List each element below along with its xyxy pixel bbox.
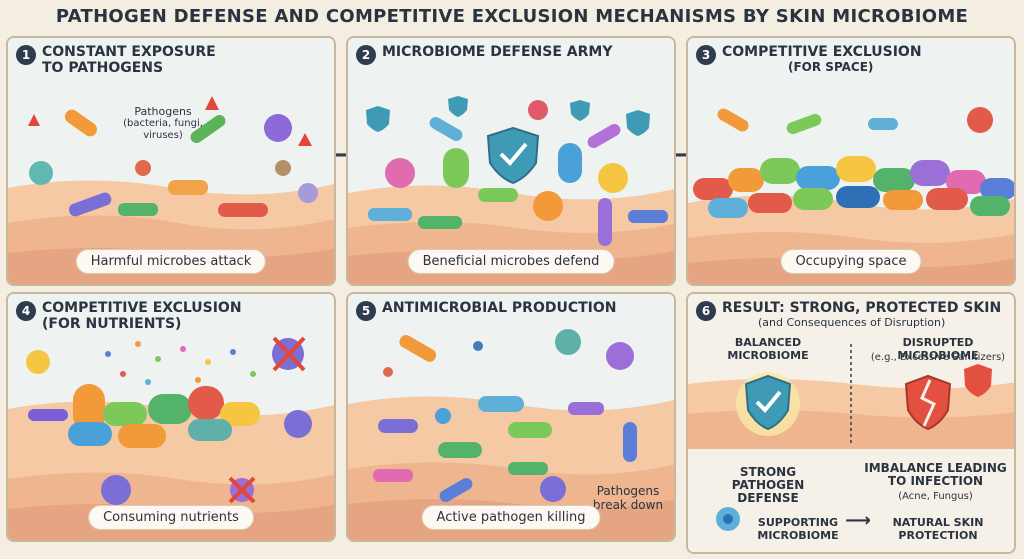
disrupted-label: DISRUPTED MICROBIOME [897, 336, 979, 362]
panel-heading: MICROBIOME DEFENSE ARMY [382, 44, 613, 60]
warning-icon [28, 96, 312, 146]
panel-heading-line2: TO PATHOGENS [42, 60, 164, 76]
shield-icon [736, 372, 800, 436]
beneficial-microbe-icon [368, 100, 668, 246]
beneficial-microbe-icon [26, 350, 260, 448]
panel-exclusion-space: 3 COMPETITIVE EXCLUSION (FOR SPACE) Occu… [686, 36, 1016, 286]
pathogen-icon [383, 329, 634, 502]
microbe-crowd-icon [693, 156, 1014, 218]
panel-heading: RESULT: STRONG, PROTECTED SKIN [722, 300, 1002, 316]
imbalance-sub: (Acne, Fungus) [898, 491, 973, 502]
panel-caption: Occupying space [780, 249, 922, 274]
panel-caption: Beneficial microbes defend [407, 249, 615, 274]
pathogen-icon [29, 109, 318, 217]
panel-exclusion-nutrients: 4 COMPETITIVE EXCLUSION (FOR NUTRIENTS) … [6, 292, 336, 542]
supporting-label: SUPPORTING MICROBIOME [757, 516, 839, 542]
panel-caption: Active pathogen killing [421, 505, 601, 530]
balanced-label: BALANCED MICROBIOME [727, 336, 809, 362]
step-number: 2 [356, 45, 376, 65]
pathogens-break-note: Pathogens break down [592, 484, 664, 512]
panel-exposure: 1 CONSTANT EXPOSURE TO PATHOGENS Pathoge… [6, 36, 336, 286]
panel-heading-line2: (FOR NUTRIENTS) [42, 316, 182, 332]
panel-caption: Harmful microbes attack [75, 249, 267, 274]
page-title: PATHOGEN DEFENSE AND COMPETITIVE EXCLUSI… [55, 6, 969, 27]
panel-heading-line2: (and Consequences of Disruption) [758, 316, 946, 329]
pathogens-note: Pathogens (bacteria, fungi, viruses) [123, 105, 203, 142]
broken-shield-icon [904, 364, 992, 431]
panel-defense-army: 2 MICROBIOME DEFENSE ARMY Beneficial mic… [346, 36, 676, 286]
nutrient-dots-icon [105, 341, 256, 385]
step-number: 3 [696, 45, 716, 65]
skin-illustration [8, 294, 334, 540]
panel-heading: ANTIMICROBIAL PRODUCTION [382, 300, 617, 316]
panel-result: 6 RESULT: STRONG, PROTECTED SKIN (and Co… [686, 292, 1016, 554]
step-number: 1 [16, 45, 36, 65]
natural-protection-label: NATURAL SKIN PROTECTION [892, 516, 984, 542]
imbalance-label: IMBALANCE LEADING TO INFECTION [864, 461, 1007, 488]
disrupted-sub: (e.g., Excessive Sanitizers) [870, 352, 1006, 363]
shield-icon [366, 96, 650, 185]
panel-heading: COMPETITIVE EXCLUSION [722, 44, 922, 60]
blocked-pathogen-icon [101, 336, 312, 505]
step-number: 6 [696, 301, 716, 321]
step-number: 5 [356, 301, 376, 321]
arrow-right-icon: ⟶ [845, 510, 871, 531]
beneficial-microbe-icon [373, 335, 637, 502]
strong-defense-label: STRONG PATHOGEN DEFENSE [731, 465, 805, 505]
microbe-icon [716, 507, 740, 531]
panel-antimicrobial: 5 ANTIMICROBIAL PRODUCTION Pathogens bre… [346, 292, 676, 542]
panel-heading-line2: (FOR SPACE) [788, 60, 874, 74]
panel-heading: COMPETITIVE EXCLUSION [42, 300, 242, 316]
step-number: 4 [16, 301, 36, 321]
result-illustration [688, 294, 1014, 552]
pathogen-icon [717, 107, 993, 135]
panel-caption: Consuming nutrients [88, 505, 254, 530]
panel-heading: CONSTANT EXPOSURE [42, 44, 216, 60]
skin-illustration [688, 38, 1014, 284]
